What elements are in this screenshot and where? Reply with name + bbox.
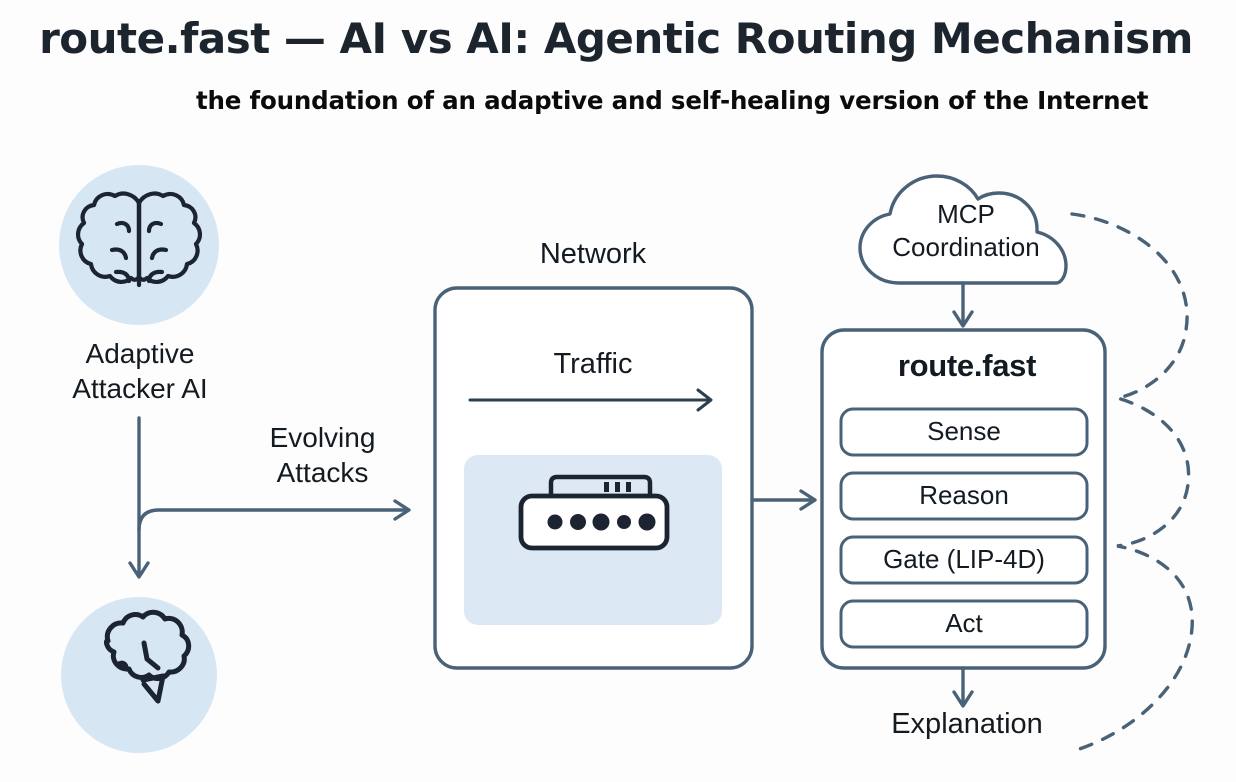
page-title: route.fast — AI vs AI: Agentic Routing M… [39, 14, 1193, 63]
stage-box-sense[interactable] [839, 407, 1089, 457]
router-led [570, 514, 586, 530]
page-subtitle: the foundation of an adaptive and self-h… [196, 86, 1149, 115]
feedback-loop-dashed [1068, 212, 1194, 754]
evolving-label-line1: Evolving [269, 422, 376, 453]
router-slot [626, 482, 631, 492]
attacker-down-connector [128, 416, 150, 579]
router-led [617, 515, 631, 529]
router-led [638, 513, 656, 531]
brain-icon [76, 191, 202, 288]
router-slot [615, 482, 620, 492]
router-slot [604, 482, 609, 492]
stage-box-act[interactable] [839, 599, 1089, 649]
stage-label-gate: Gate (LIP-4D) [883, 544, 1045, 574]
attacker-label: Adaptive Attacker AI [20, 336, 260, 406]
mcp-label-line2: Coordination [892, 232, 1040, 262]
evolving-attacks-connector [137, 499, 411, 532]
mcp-label: MCP Coordination [866, 198, 1066, 264]
brain-thought-icon [103, 609, 192, 704]
router-led [547, 514, 563, 530]
traffic-arrow [468, 388, 713, 412]
mcp-to-routefast-connector [952, 281, 974, 328]
routefast-to-explanation-connector [952, 666, 974, 708]
stage-label-sense: Sense [927, 416, 1001, 446]
stage-label-act: Act [945, 608, 983, 638]
evolving-label-line2: Attacks [276, 457, 369, 488]
stage-box-gate[interactable] [839, 535, 1089, 585]
mcp-label-line1: MCP [937, 199, 995, 229]
traffic-label: Traffic [553, 348, 633, 380]
cloud-icon[interactable] [858, 174, 1068, 285]
evolving-attacks-label: Evolving Attacks [215, 420, 430, 490]
stage-box-reason[interactable] [839, 471, 1089, 521]
network-label: Network [539, 238, 647, 270]
attacker-label-line2: Attacker AI [72, 373, 208, 404]
explanation-label: Explanation [891, 708, 1043, 740]
router-icon [518, 474, 670, 551]
routefast-title: route.fast [897, 348, 1037, 383]
stage-label-reason: Reason [919, 480, 1009, 510]
router-led [592, 513, 610, 531]
attacker-label-line1: Adaptive [85, 338, 195, 369]
network-to-routefast-connector [750, 489, 817, 511]
